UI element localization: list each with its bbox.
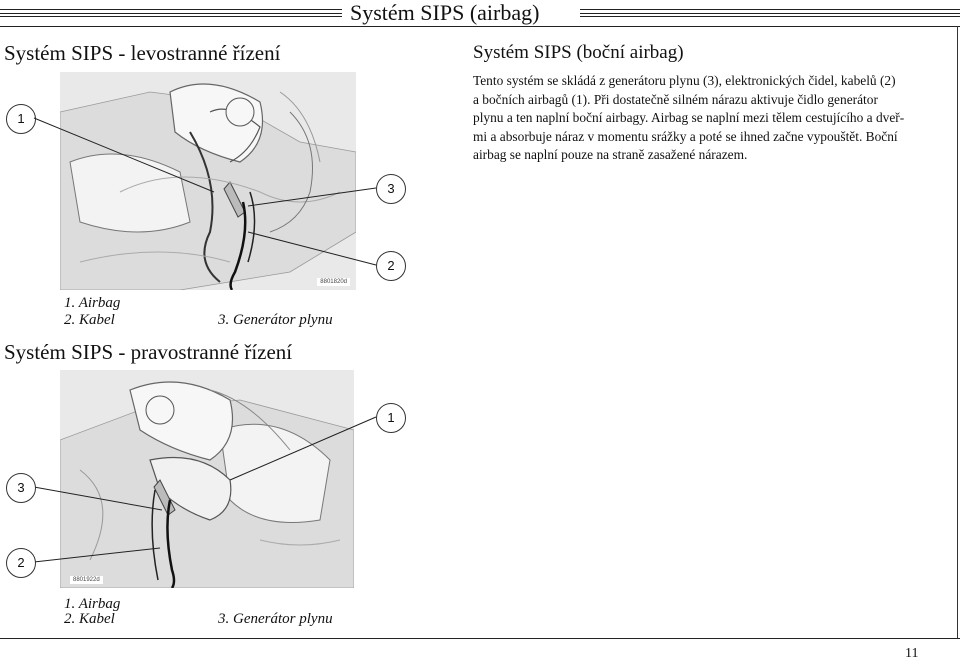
- figure2-code: 8801922d: [70, 576, 103, 584]
- callout-1-airbag: 1: [376, 403, 406, 433]
- body-line: mi a absorbuje náraz v momentu srážky a …: [473, 128, 898, 144]
- leader-lines-fig1: [33, 117, 377, 266]
- callout-3-generator: 3: [376, 174, 406, 204]
- body-line: airbag se naplní pouze na straně zasažen…: [473, 147, 748, 163]
- footer-rule: [0, 638, 960, 639]
- body-line: Tento systém se skládá z generátoru plyn…: [473, 73, 896, 88]
- legend1-cable: 2. Kabel: [64, 312, 115, 328]
- legend2-generator: 3. Generátor plynu: [218, 611, 333, 627]
- right-heading: Systém SIPS (boční airbag): [473, 42, 684, 63]
- figure-lhd-illustration: 8801820d: [60, 72, 356, 290]
- figure1-code: 8801820d: [317, 278, 350, 286]
- callout-3-generator: 3: [6, 473, 36, 503]
- page-number: 11: [905, 646, 919, 661]
- legend1-generator: 3. Generátor plynu: [218, 312, 333, 328]
- section1-title: Systém SIPS - levostranné řízení: [4, 41, 281, 65]
- body-line: a bočních airbagů (1). Při dostatečně si…: [473, 91, 878, 107]
- right-border: [957, 26, 958, 638]
- legend1-airbag: 1. Airbag: [64, 295, 121, 311]
- section2-title: Systém SIPS - pravostranné řízení: [4, 340, 293, 364]
- callout-2-cable: 2: [6, 548, 36, 578]
- figure-rhd-illustration: 8801922d: [60, 370, 354, 588]
- callout-2-cable: 2: [376, 251, 406, 281]
- header-underline: [0, 26, 960, 27]
- page-title: Systém SIPS (airbag): [350, 0, 540, 25]
- body-line: plynu a ten naplní boční airbagy. Airbag…: [473, 110, 905, 126]
- legend2-airbag: 1. Airbag: [64, 596, 121, 612]
- legend2-cable: 2. Kabel: [64, 611, 115, 627]
- body-text: Tento systém se skládá z generátoru plyn…: [473, 72, 953, 165]
- leader-lines-fig2: [33, 416, 377, 563]
